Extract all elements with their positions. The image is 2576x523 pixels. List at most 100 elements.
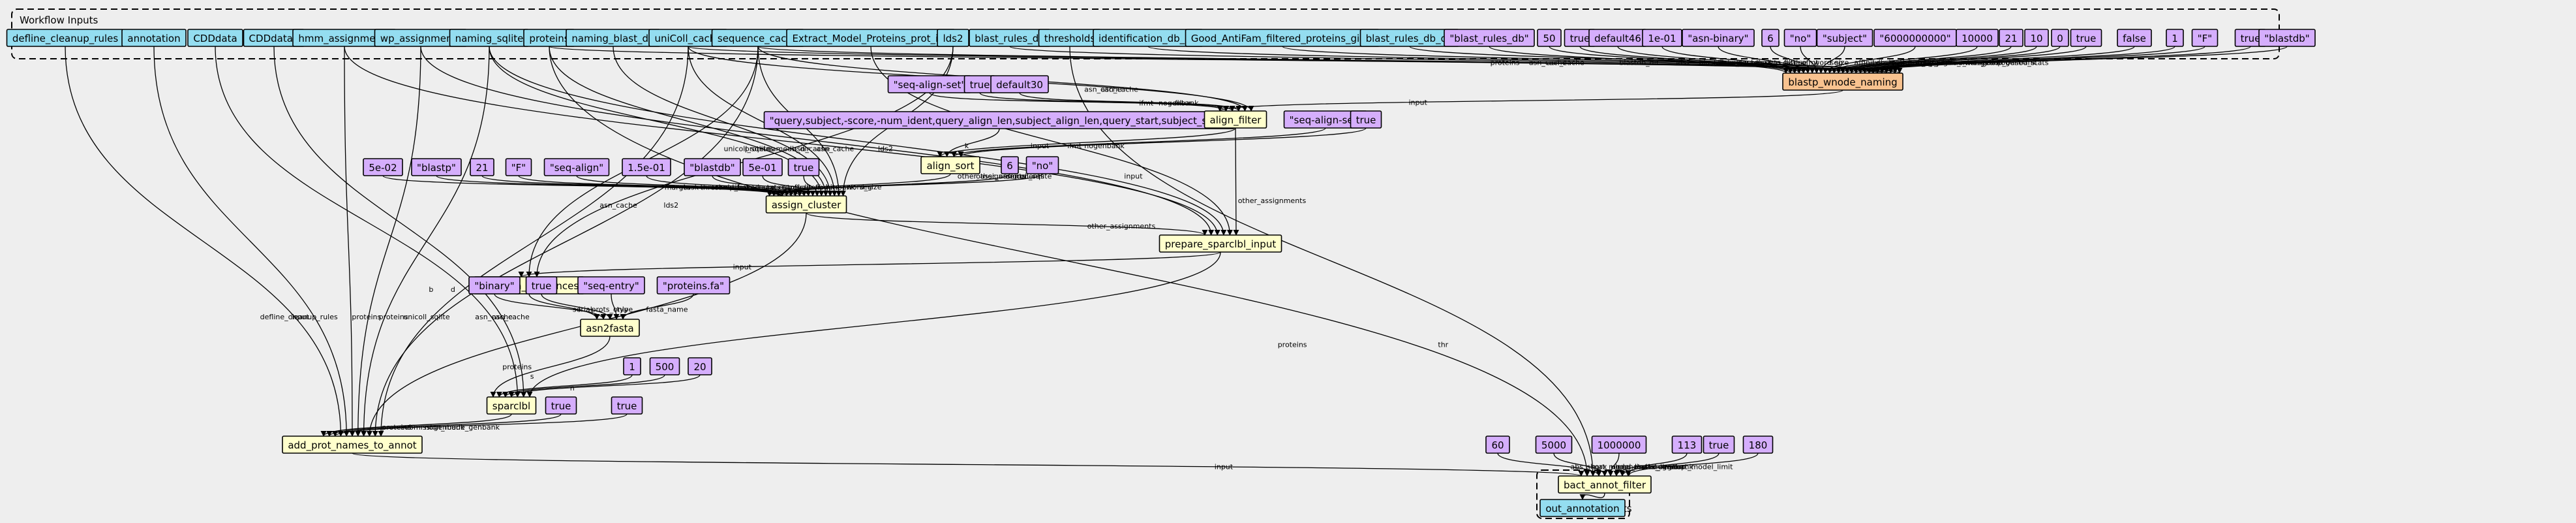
node-label: "no" xyxy=(1032,160,1053,172)
param-node-true[interactable]: true xyxy=(1350,110,1382,129)
step-node-assign-cluster[interactable]: assign_cluster xyxy=(765,195,847,214)
edge-line xyxy=(518,175,798,197)
param-node-binary[interactable]: "binary" xyxy=(468,276,521,294)
step-node-sparclbl[interactable]: sparclbl xyxy=(486,396,537,415)
param-node-180[interactable]: 180 xyxy=(1742,436,1774,454)
param-node-21[interactable]: 21 xyxy=(1999,29,2023,47)
param-node-50[interactable]: 50 xyxy=(1537,29,1562,47)
step-node-align-filter[interactable]: align_filter xyxy=(1204,110,1267,129)
param-node-subject[interactable]: "subject" xyxy=(1816,29,1873,47)
node-label: "seq-align" xyxy=(550,162,603,174)
param-node-blastdb[interactable]: "blastdb" xyxy=(684,158,741,176)
param-node-1[interactable]: 1 xyxy=(623,357,641,375)
param-node-6[interactable]: 6 xyxy=(1761,29,1780,47)
param-node-blast-rules-db[interactable]: "blast_rules_db" xyxy=(1444,29,1535,47)
param-node-20[interactable]: 20 xyxy=(688,357,712,375)
edge-line xyxy=(1770,46,1815,74)
param-node-true[interactable]: true xyxy=(525,276,558,294)
edge-p_ba_1000000-to-s_bact_filter: long_model_limit xyxy=(1607,452,1676,477)
step-node-align-sort[interactable]: align_sort xyxy=(920,156,980,174)
param-node-f[interactable]: "F" xyxy=(505,158,532,176)
param-node-1000000[interactable]: 1000000 xyxy=(1591,436,1647,454)
param-node-true[interactable]: true xyxy=(787,158,820,176)
param-node-true[interactable]: true xyxy=(963,75,996,93)
input-node-proteins[interactable]: proteins xyxy=(523,29,575,47)
param-node-60[interactable]: 60 xyxy=(1485,436,1510,454)
param-node-f[interactable]: "F" xyxy=(2191,29,2219,47)
input-node-identification-db-dir[interactable]: identification_db_dir xyxy=(1093,29,1204,47)
node-box xyxy=(1956,29,1999,47)
param-node-default30[interactable]: default30 xyxy=(990,75,1049,93)
edge-p_sp_500-to-s_sparclbl xyxy=(502,374,665,398)
input-node-blast-rules-db[interactable]: blast_rules_db xyxy=(969,29,1051,47)
input-node-unicoll-cache[interactable]: uniColl_cache xyxy=(648,29,728,47)
param-node-21[interactable]: 21 xyxy=(470,158,494,176)
input-node-annotation[interactable]: annotation xyxy=(121,29,187,47)
param-node-blastp[interactable]: "blastp" xyxy=(411,158,462,176)
param-node-asn-binary[interactable]: "asn-binary" xyxy=(1682,29,1755,47)
input-node-wp-assignments[interactable]: wp_assignments xyxy=(374,29,468,47)
param-node-10000[interactable]: 10000 xyxy=(1956,29,1999,47)
param-node-1[interactable]: 1 xyxy=(2166,29,2184,47)
param-node-blastdb[interactable]: "blastdb" xyxy=(2258,29,2316,47)
edge-line xyxy=(950,127,1326,157)
input-node-good-antifam-filtered-proteins-gilist[interactable]: Good_AntiFam_filtered_proteins_gilist xyxy=(1185,29,1380,47)
edge-line xyxy=(979,92,1235,112)
node-label: "blastp" xyxy=(417,162,456,174)
param-node-true[interactable]: true xyxy=(611,396,643,415)
output-node-out-annotation[interactable]: out_annotation xyxy=(1539,499,1626,517)
param-node-5e-02[interactable]: 5e-02 xyxy=(363,158,403,176)
node-box xyxy=(1001,156,1019,174)
param-node-6[interactable]: 6 xyxy=(1001,156,1019,174)
param-node-seq-align[interactable]: "seq-align" xyxy=(543,158,610,176)
edge-s_assign_cluster-to-s_prepare: other_assignments xyxy=(806,212,1208,236)
param-node-5e-01[interactable]: 5e-01 xyxy=(742,158,783,176)
input-node-naming-sqlite[interactable]: naming_sqlite xyxy=(449,29,530,47)
param-node-seq-align-set[interactable]: "seq-align-set" xyxy=(887,75,972,93)
param-node-1-5e-01[interactable]: 1.5e-01 xyxy=(622,158,671,176)
step-node-bact-annot-filter[interactable]: bact_annot_filter xyxy=(1558,475,1652,494)
edge-label: blastdb_dir xyxy=(1619,59,1659,67)
edge-label: other_assignments xyxy=(1238,197,1307,205)
input-node-cdddata[interactable]: CDDdata xyxy=(187,29,243,47)
param-node-1e-01[interactable]: 1e-01 xyxy=(1642,29,1682,47)
step-node-asn2fasta[interactable]: asn2fasta xyxy=(580,319,640,337)
input-node-cdddata2[interactable]: CDDdata2 xyxy=(243,29,305,47)
param-node-proteins-fa[interactable]: "proteins.fa" xyxy=(656,276,731,294)
param-node-6000000000[interactable]: "6000000000" xyxy=(1873,29,1957,47)
param-node-0[interactable]: 0 xyxy=(2051,29,2069,47)
edge-label: proteins xyxy=(352,313,381,321)
param-node-5000[interactable]: 5000 xyxy=(1535,436,1573,454)
param-node-10[interactable]: 10 xyxy=(2024,29,2049,47)
param-node-true[interactable]: true xyxy=(2070,29,2102,47)
param-node-113[interactable]: 113 xyxy=(1671,436,1703,454)
param-node-default46[interactable]: default46 xyxy=(1588,29,1647,47)
edge-line xyxy=(611,293,620,320)
node-label: naming_sqlite xyxy=(455,33,524,45)
input-node-sequence-cache[interactable]: sequence_cache xyxy=(711,29,805,47)
param-node-500[interactable]: 500 xyxy=(649,357,680,375)
input-node-naming-blast-db[interactable]: naming_blast_db xyxy=(566,29,661,47)
step-node-blastp-wnode-naming[interactable]: blastp_wnode_naming xyxy=(1782,72,1903,91)
input-node-defline-cleanup-rules[interactable]: defline_cleanup_rules xyxy=(6,29,125,47)
param-node-true[interactable]: true xyxy=(1703,436,1735,454)
param-node-query-subject-score-num-ident-query-align-len-subject-align-len-query-start-subject-start[interactable]: "query,subject,-score,-num_ident,query_a… xyxy=(763,111,1235,129)
param-node-false[interactable]: false xyxy=(2117,29,2152,47)
param-node-no[interactable]: "no" xyxy=(1025,156,1059,174)
param-node-true[interactable]: true xyxy=(2234,29,2267,47)
param-node-no[interactable]: "no" xyxy=(1783,29,1817,47)
node-box xyxy=(1537,29,1562,47)
edge-label: proteins xyxy=(1278,341,1307,349)
param-node-seq-entry[interactable]: "seq-entry" xyxy=(577,276,645,294)
edge-in_hmm-to-s_add_prot: proteins xyxy=(344,46,382,437)
param-node-true[interactable]: true xyxy=(545,396,577,415)
input-node-hmm-assignments[interactable]: hmm_assignments xyxy=(292,29,397,47)
input-node-extract-model-proteins-prot-ids[interactable]: Extract_Model_Proteins_prot_ids xyxy=(786,29,956,47)
input-node-blast-rules-db-dir[interactable]: blast_rules_db_dir xyxy=(1359,29,1460,47)
step-node-add-prot-names-to-annot[interactable]: add_prot_names_to_annot xyxy=(282,436,423,454)
input-node-thresholds[interactable]: thresholds xyxy=(1038,29,1102,47)
input-node-lds2[interactable]: lds2 xyxy=(937,29,969,47)
step-node-prepare-sparclbl-input[interactable]: prepare_sparclbl_input xyxy=(1159,234,1282,253)
param-node-seq-align-set[interactable]: "seq-align-set" xyxy=(1283,110,1368,129)
edge-line xyxy=(382,175,785,197)
